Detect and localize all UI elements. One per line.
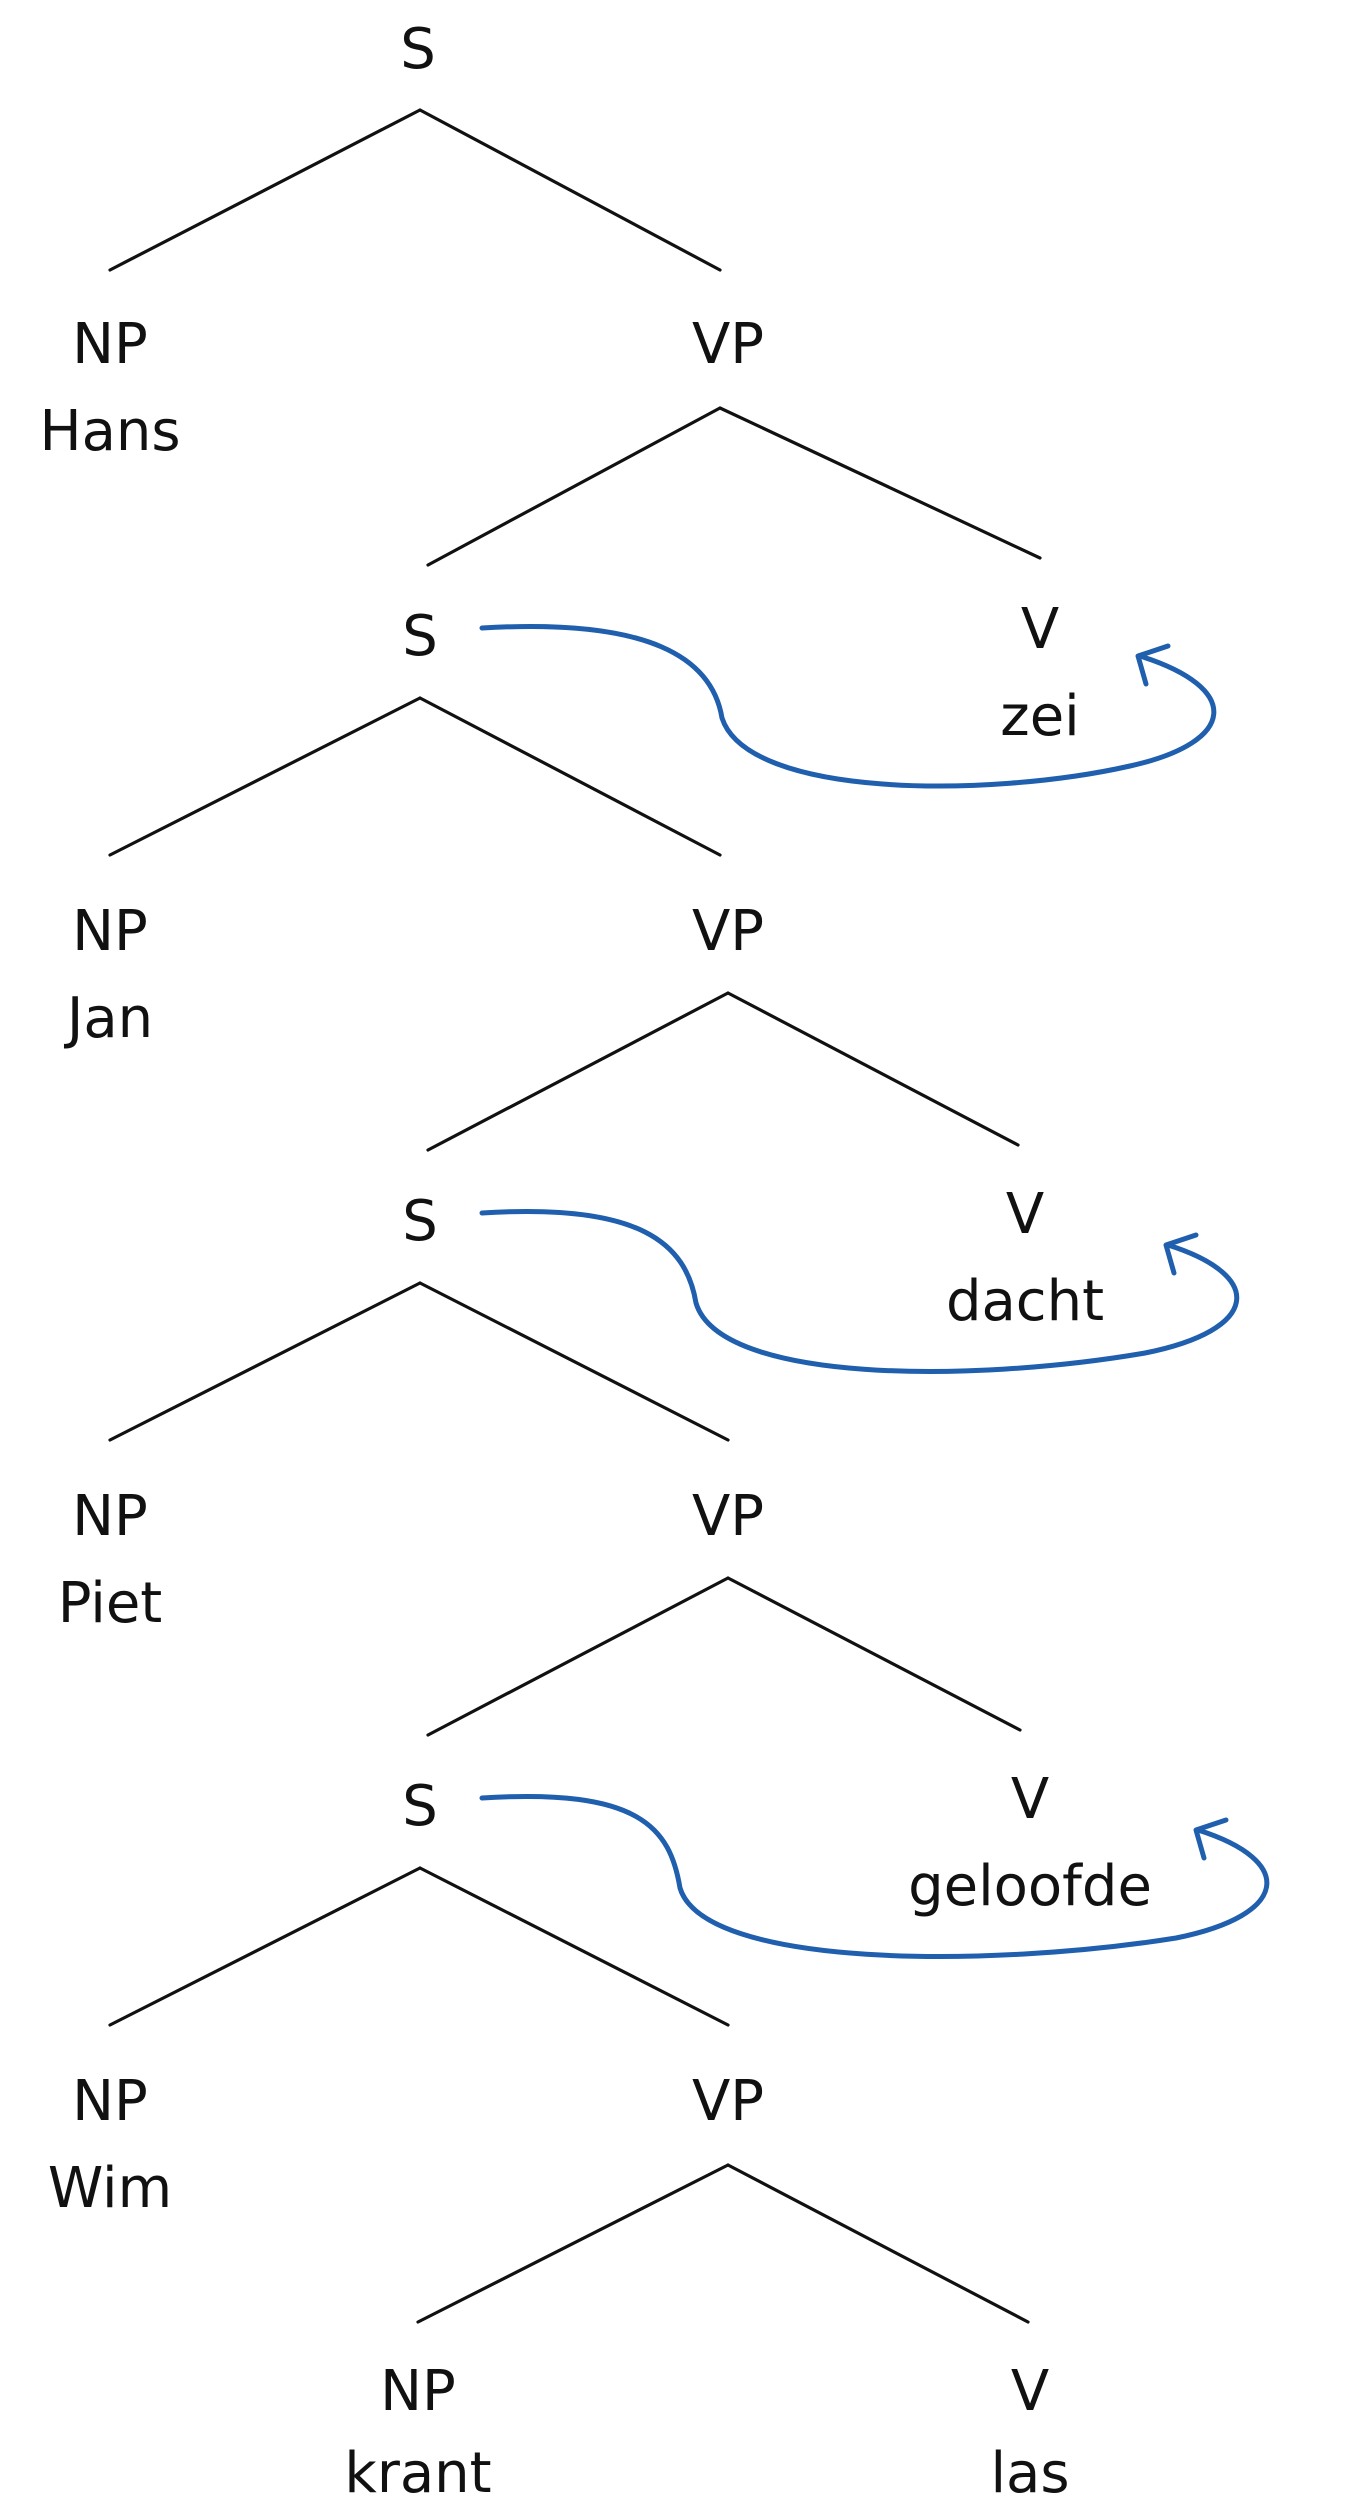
node-np-2: NP [72,899,148,964]
edge-s3-np3 [108,1281,422,1442]
movement-arrow-head [1135,643,1171,687]
word-geloofde: geloofde [908,1854,1152,1919]
movement-arrows [479,623,1270,1959]
edge-s2-vp2 [418,696,722,857]
word-piet: Piet [58,1571,163,1636]
movement-arrow-curve [479,623,1217,789]
tree-node-labels: S NP Hans VP S V zei NP Jan VP S V dacht… [39,17,1151,2506]
edge-vp4-np5 [416,2163,730,2324]
edge-s2-np2 [108,696,422,857]
edge-s1-vp1 [418,108,722,272]
node-s-2: S [402,604,438,669]
node-v-3: V [1011,1767,1049,1832]
node-np-4: NP [72,2069,148,2134]
node-vp-4: VP [692,2069,764,2134]
movement-arrow-s2-to-v1 [479,623,1217,789]
node-v-4: V [1011,2359,1049,2424]
node-vp-3: VP [692,1484,764,1549]
edge-vp3-v3 [726,1576,1022,1732]
edge-s1-np1 [108,108,422,272]
word-zei: zei [1000,684,1079,749]
movement-arrow-head [1163,1232,1199,1276]
word-jan: Jan [64,986,153,1051]
node-vp-1: VP [692,312,764,377]
edge-vp2-v2 [726,991,1020,1147]
edge-vp3-s4 [426,1576,730,1737]
edge-s4-vp4 [418,1866,730,2027]
node-vp-2: VP [692,899,764,964]
edge-vp1-s2 [426,406,722,567]
word-dacht: dacht [946,1269,1104,1334]
word-krant: krant [344,2441,491,2506]
word-hans: Hans [39,399,180,464]
node-np-3: NP [72,1484,148,1549]
node-v-2: V [1006,1182,1044,1247]
node-np-1: NP [72,312,148,377]
word-wim: Wim [48,2156,172,2221]
node-np-5: NP [380,2359,456,2424]
edge-vp4-v4 [726,2163,1030,2324]
movement-arrow-curve [479,1793,1270,1959]
word-las: las [990,2441,1069,2506]
movement-arrow-curve [479,1208,1240,1374]
tree-edges [108,108,1042,2324]
edge-s3-vp3 [418,1281,730,1442]
node-s-3: S [402,1189,438,1254]
node-s-4: S [402,1774,438,1839]
edge-vp1-v1 [718,406,1042,560]
node-s-1: S [400,17,436,82]
movement-arrow-head [1193,1817,1229,1861]
movement-arrow-s4-to-v3 [479,1793,1270,1959]
node-v-1: V [1021,597,1059,662]
edge-vp2-s3 [426,991,730,1152]
edge-s4-np4 [108,1866,422,2027]
movement-arrow-s3-to-v2 [479,1208,1240,1374]
